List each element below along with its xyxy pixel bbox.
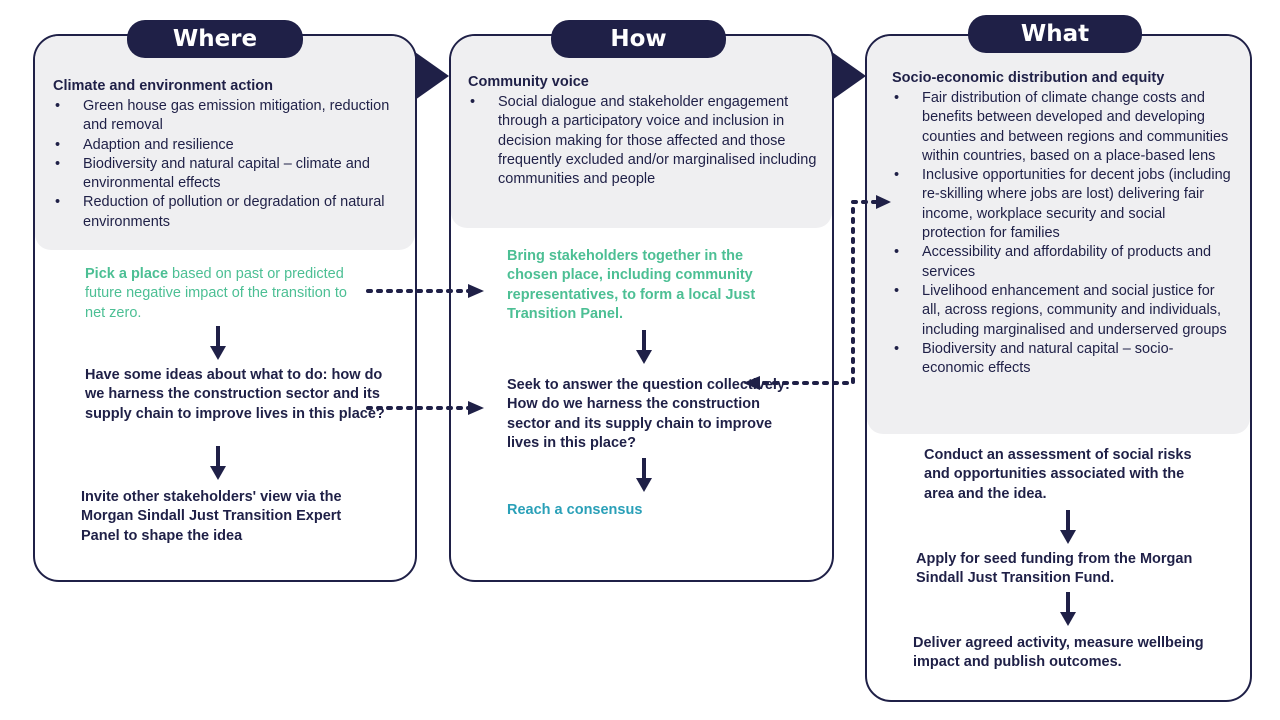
how-bullet-list: Social dialogue and stakeholder engageme… bbox=[468, 93, 818, 189]
how-step-bring-stakeholders: Bring stakeholders together in the chose… bbox=[507, 248, 756, 322]
list-item: Inclusive opportunities for decent jobs … bbox=[892, 166, 1232, 243]
where-step-ideas: Have some ideas about what to do: how do… bbox=[85, 367, 385, 422]
tab-how: How bbox=[551, 20, 726, 58]
where-step-invite: Invite other stakeholders' view via the … bbox=[81, 489, 342, 544]
pick-place-bold: Pick a place bbox=[85, 266, 169, 282]
pick-place-rest: based on past or predicted future negati… bbox=[85, 266, 347, 321]
list-item: Biodiversity and natural capital – clima… bbox=[53, 155, 393, 194]
what-step-assessment: Conduct an assessment of social risks an… bbox=[924, 447, 1192, 502]
how-step-seek-answer: Seek to answer the question collectively… bbox=[507, 377, 790, 451]
down-arrow-icon bbox=[210, 326, 226, 360]
list-item: Reduction of pollution or degradation of… bbox=[53, 193, 393, 232]
list-item: Fair distribution of climate change cost… bbox=[892, 89, 1232, 166]
down-arrow-icon bbox=[210, 446, 226, 480]
down-arrow-icon bbox=[636, 330, 652, 364]
how-panel: Community voice Social dialogue and stak… bbox=[449, 34, 834, 582]
chevron-right-icon bbox=[832, 52, 866, 100]
what-heading: Socio-economic distribution and equity bbox=[892, 70, 1165, 86]
down-arrow-icon bbox=[1060, 510, 1076, 544]
list-item: Social dialogue and stakeholder engageme… bbox=[468, 93, 818, 189]
down-arrow-icon bbox=[1060, 592, 1076, 626]
down-arrow-icon bbox=[636, 458, 652, 492]
list-item: Accessibility and affordability of produ… bbox=[892, 243, 1232, 282]
list-item: Livelihood enhancement and social justic… bbox=[892, 282, 1232, 340]
how-step-consensus: Reach a consensus bbox=[507, 502, 643, 518]
dotted-arrow-ideas-to-seek bbox=[366, 401, 484, 415]
where-panel: Climate and environment action Green hou… bbox=[33, 34, 417, 582]
chevron-right-icon bbox=[415, 52, 449, 100]
list-item: Adaption and resilience bbox=[53, 136, 393, 156]
tab-what: What bbox=[968, 15, 1142, 53]
list-item: Green house gas emission mitigation, red… bbox=[53, 97, 393, 136]
what-panel: Socio-economic distribution and equity F… bbox=[865, 34, 1252, 702]
dotted-arrow-pick-to-bring bbox=[366, 284, 484, 298]
where-bullet-list: Green house gas emission mitigation, red… bbox=[53, 97, 393, 232]
dotted-arrow-what-to-seek bbox=[743, 195, 891, 390]
tab-where: Where bbox=[127, 20, 303, 58]
what-bullet-list: Fair distribution of climate change cost… bbox=[892, 89, 1232, 378]
how-heading: Community voice bbox=[468, 74, 589, 90]
what-step-deliver: Deliver agreed activity, measure wellbei… bbox=[913, 635, 1204, 671]
list-item: Biodiversity and natural capital – socio… bbox=[892, 340, 1232, 379]
where-heading: Climate and environment action bbox=[53, 78, 273, 94]
where-step-pick-place: Pick a place based on past or predicted … bbox=[85, 265, 365, 323]
what-step-seed-funding: Apply for seed funding from the Morgan S… bbox=[916, 551, 1193, 587]
